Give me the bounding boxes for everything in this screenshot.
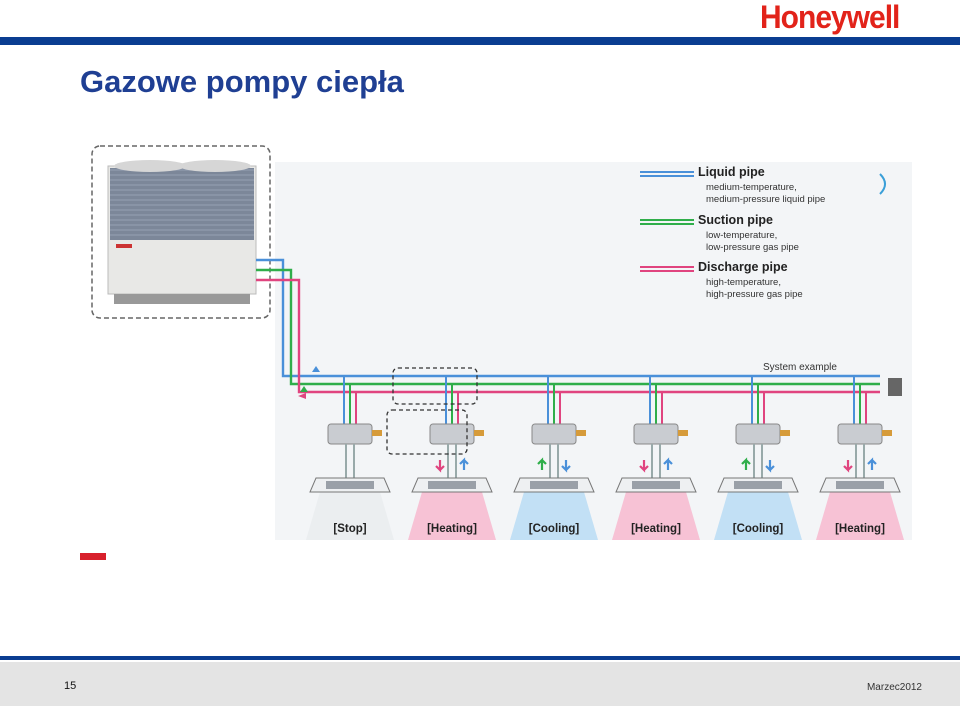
branch-box: [735, 423, 781, 445]
air-output-glow: [408, 492, 496, 540]
diagram-background: [275, 162, 912, 560]
selected-branch-highlight: [392, 367, 478, 405]
page-number: 15: [64, 680, 77, 692]
liquid-flow-arrow: [312, 366, 320, 372]
outdoor-unit-grille: [110, 168, 254, 240]
indoor-unit-status-label: [Heating]: [427, 523, 477, 535]
branch-box: [837, 423, 883, 445]
legend-description: high-pressure gas pipe: [706, 289, 803, 300]
branch-valve: [780, 430, 790, 436]
indoor-unit-status-label: [Heating]: [631, 523, 681, 535]
suction-flow-arrow: [537, 457, 547, 470]
suction-flow-arrow: [741, 457, 751, 470]
indoor-unit-status-label: [Cooling]: [733, 523, 784, 535]
discharge-flow-arrow: [298, 393, 306, 399]
indoor-unit-vent: [632, 481, 680, 489]
heating-flow-arrow: [435, 460, 445, 473]
liquid-return-arrow: [867, 457, 877, 470]
legend-description: low-pressure gas pipe: [706, 242, 799, 253]
liquid-supply-arrow: [561, 460, 571, 473]
footer-background: [0, 662, 960, 706]
indoor-unit-vent: [836, 481, 884, 489]
branch-box: [531, 423, 577, 445]
legend-description: high-temperature,: [706, 277, 781, 288]
outdoor-unit-badge: [116, 244, 132, 248]
power-logo-fragment: [80, 553, 106, 560]
outdoor-fan-cover: [179, 160, 251, 172]
footer-divider-bar: [0, 656, 960, 660]
legend-name: Suction pipe: [698, 213, 773, 227]
indoor-unit-status-label: [Stop]: [333, 523, 366, 535]
air-output-glow: [714, 492, 802, 540]
indoor-unit-vent: [530, 481, 578, 489]
selected-branch-box-highlight: [386, 409, 468, 455]
branch-valve: [882, 430, 892, 436]
diagram-bottom-margin: [80, 540, 912, 560]
indoor-unit-vent: [428, 481, 476, 489]
liquid-main-pipe: [256, 258, 880, 378]
suction-flow-arrow: [300, 386, 308, 392]
outdoor-fan-cover: [114, 160, 186, 172]
cropped-icon-fragment: [879, 173, 886, 195]
liquid-return-arrow: [459, 457, 469, 470]
diagram-canvas: Liquid pipe medium-temperature,medium-pre…: [80, 145, 912, 560]
header-divider-bar: [0, 37, 960, 45]
branch-box: [429, 423, 475, 445]
legend-name: Liquid pipe: [698, 165, 765, 179]
system-example-label: System example: [763, 362, 837, 373]
branch-valve: [474, 430, 484, 436]
indoor-unit-status-label: [Heating]: [835, 523, 885, 535]
air-output-glow: [816, 492, 904, 540]
air-output-glow: [510, 492, 598, 540]
page-title: Gazowe pompy ciepła: [80, 64, 404, 99]
liquid-return-arrow: [663, 457, 673, 470]
heating-flow-arrow: [843, 460, 853, 473]
branch-valve: [372, 430, 382, 436]
legend-description: medium-temperature,: [706, 182, 797, 193]
legend-description: low-temperature,: [706, 230, 777, 241]
honeywell-logo: Honeywell: [760, 0, 900, 36]
suction-main-pipe: [256, 268, 880, 386]
heating-flow-arrow: [639, 460, 649, 473]
heat-pump-system-diagram: Liquid pipe medium-temperature,medium-pre…: [80, 140, 912, 560]
footer-date: Marzec2012: [866, 682, 922, 693]
indoor-unit-status-label: [Cooling]: [529, 523, 580, 535]
discharge-main-pipe: [256, 278, 880, 394]
outdoor-unit-highlight: [91, 145, 271, 319]
air-output-glow: [612, 492, 700, 540]
indoor-unit-vent: [326, 481, 374, 489]
outdoor-unit-base: [114, 294, 250, 304]
legend-description: medium-pressure liquid pipe: [706, 194, 825, 205]
air-output-glow: [306, 492, 394, 540]
branch-valve: [576, 430, 586, 436]
branch-valve: [678, 430, 688, 436]
legend-name: Discharge pipe: [698, 260, 788, 274]
liquid-supply-arrow: [765, 460, 775, 473]
branch-box: [327, 423, 373, 445]
indoor-unit-vent: [734, 481, 782, 489]
cropped-unit-fragment: [888, 378, 902, 396]
branch-box: [633, 423, 679, 445]
header-divider-line: [0, 37, 960, 43]
